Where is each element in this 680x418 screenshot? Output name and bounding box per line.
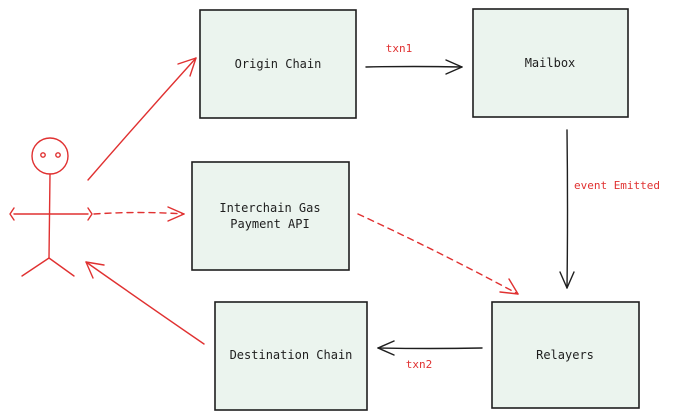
user-right-leg: [48, 257, 75, 277]
node-destination-chain: Destination Chain: [214, 301, 368, 411]
edge-mailbox-to-relayers: [559, 129, 575, 289]
user-right-hand: [87, 207, 93, 221]
edge-origin-to-mailbox: [365, 59, 463, 75]
node-mailbox: Mailbox: [472, 8, 629, 118]
edge-user-to-gas-api: [93, 206, 185, 222]
mailbox-label: Mailbox: [525, 56, 576, 70]
user-body: [48, 173, 51, 259]
edge-relayers-to-destination: [377, 340, 483, 356]
txn1-label: txn1: [386, 42, 413, 55]
gas-api-label-line2: Payment API: [230, 217, 309, 231]
node-interchain-gas-payment-api: Interchain Gas Payment API: [191, 161, 350, 271]
edge-user-to-origin-chain: [87, 57, 197, 181]
relayers-label: Relayers: [536, 348, 594, 362]
edge-gas-api-to-relayers: [357, 213, 519, 295]
txn2-label: txn2: [406, 358, 433, 371]
user-left-leg: [21, 257, 50, 277]
user-left-eye: [40, 152, 46, 158]
user-right-eye: [55, 152, 61, 158]
node-origin-chain: Origin Chain: [199, 9, 357, 119]
edge-destination-to-user: [85, 261, 205, 345]
user-left-hand: [9, 207, 15, 221]
origin-chain-label: Origin Chain: [235, 57, 322, 71]
node-relayers: Relayers: [491, 301, 640, 409]
event-emitted-label: event Emitted: [574, 179, 660, 192]
destination-chain-label: Destination Chain: [230, 348, 353, 362]
user-stick-figure: [9, 137, 93, 277]
user-head: [31, 137, 69, 175]
gas-api-label-line1: Interchain Gas: [219, 201, 320, 215]
